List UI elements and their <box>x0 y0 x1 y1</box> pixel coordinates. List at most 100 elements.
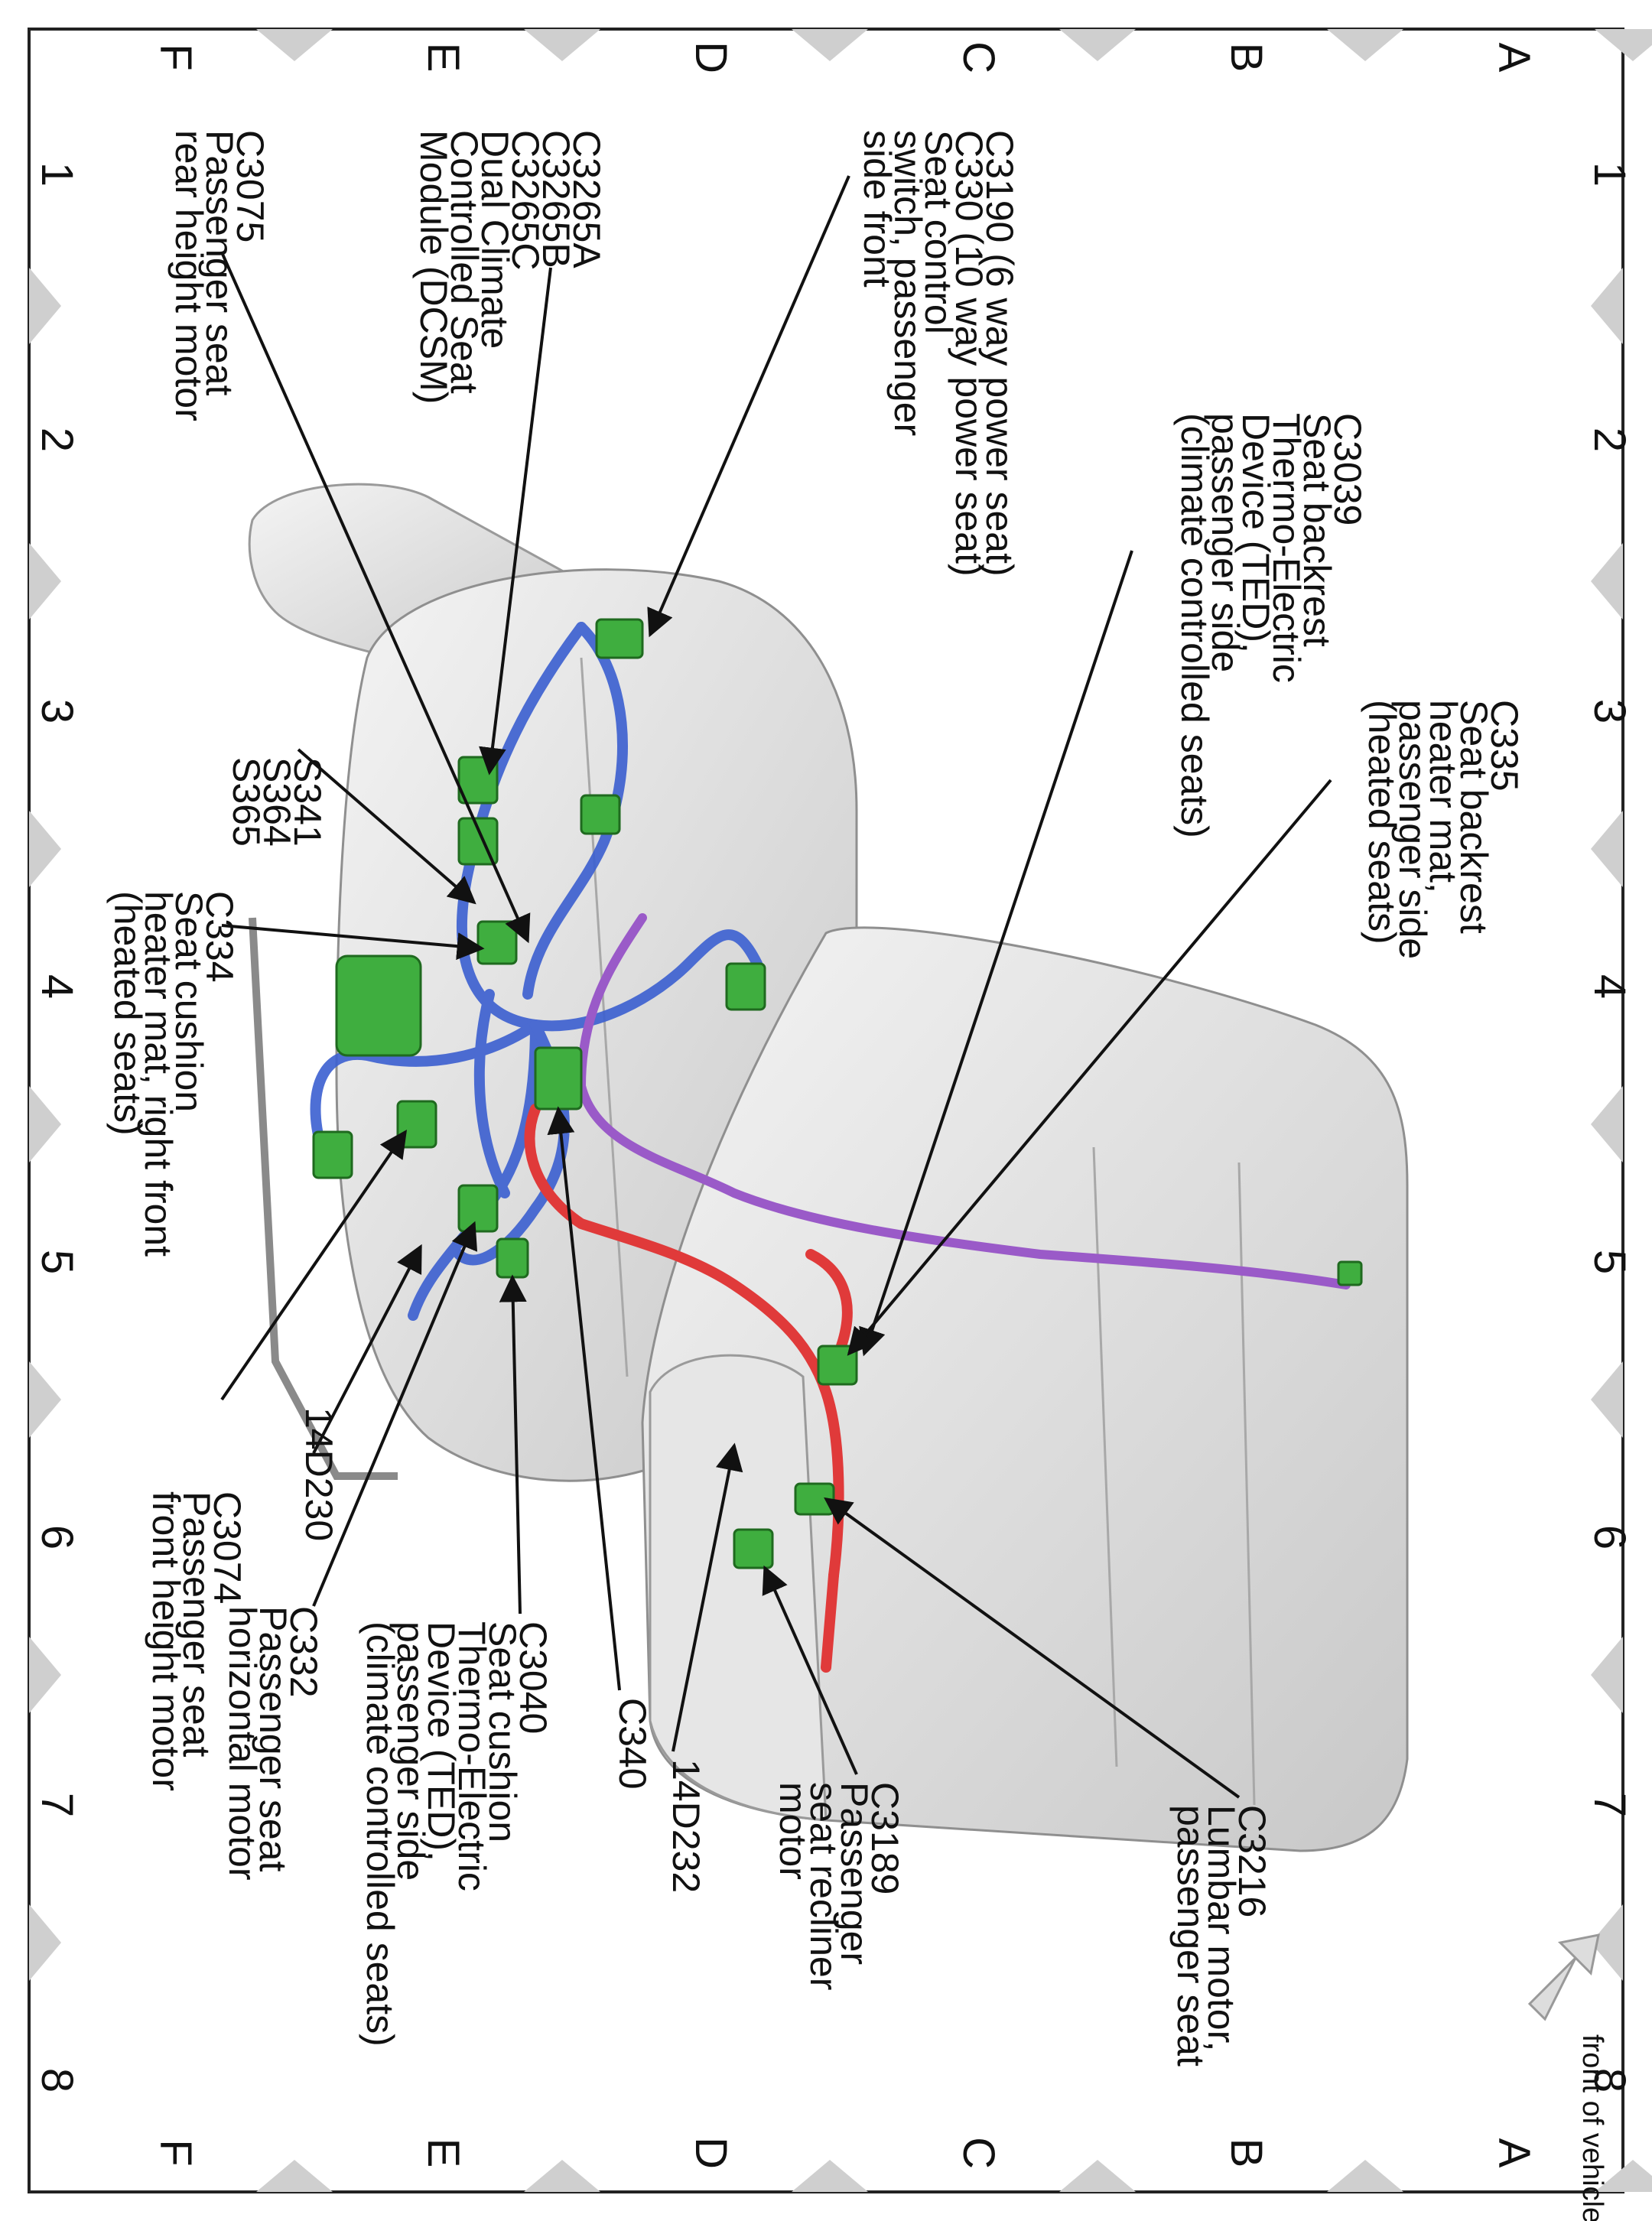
callout-c3189-line-3: motor <box>772 1782 815 1880</box>
border-marker-top-3 <box>792 29 868 61</box>
leader-lines <box>220 175 1332 1799</box>
callout-c332-line-2: horizontal motor <box>221 1606 264 1881</box>
grid-col-label-6-L: 6 <box>32 1525 82 1549</box>
border-marker-bottom-3 <box>792 2160 868 2192</box>
callout-c3040-line-5: (climate controlled seats) <box>359 1621 402 2047</box>
grid-col-label-4-L: 4 <box>32 974 82 999</box>
callout-c3190-line-3: switch, passenger <box>886 130 929 436</box>
connector-c332 <box>457 1184 499 1233</box>
leader-c3265 <box>479 267 552 776</box>
callout-c332-line-0: C332 <box>282 1606 325 1698</box>
grid-col-label-8-L: 8 <box>32 2068 82 2093</box>
leader-c3189 <box>762 1565 858 1775</box>
callout-c3190-line-1: C330 (10 way power seat) <box>948 130 990 577</box>
callout-14d232-line-0: 14D232 <box>665 1759 707 1893</box>
border-marker-top-2 <box>1059 29 1136 61</box>
border-marker-right-5 <box>1591 1637 1623 1713</box>
callout-c334-line-0: C334 <box>198 891 241 983</box>
connector-upper-right <box>580 794 621 835</box>
grid-col-label-3-L: 3 <box>32 699 82 724</box>
callout-c3040-line-0: C3040 <box>512 1621 554 1734</box>
callout-c3216-line-2: passenger seat <box>1169 1805 1212 2067</box>
callout-c3216-line-0: C3216 <box>1231 1805 1273 1917</box>
callout-c3040-line-2: Thermo-Electric <box>450 1621 493 1891</box>
callout-s341-line-1: S364 <box>255 757 298 847</box>
grid-col-label-5-R: 5 <box>1585 1250 1634 1274</box>
border-marker-right-3 <box>1591 1086 1623 1163</box>
leader-c332 <box>312 1221 478 1607</box>
grid-row-label-B-T: B <box>1221 43 1271 73</box>
border-marker-left-3 <box>29 1086 61 1163</box>
arrow-up-left-icon <box>1637 1904 1652 1910</box>
callout-c3190-line-4: side front <box>856 130 899 288</box>
callout-c335-line-4: (heated seats) <box>1361 700 1403 945</box>
connector-c3074 <box>396 1100 437 1149</box>
border-marker-right-1 <box>1591 543 1623 619</box>
grid-row-label-B-B: B <box>1221 2138 1271 2168</box>
grid-row-label-F-T: F <box>151 44 200 70</box>
border-marker-bottom-5 <box>256 2160 333 2192</box>
callout-14d230-line-0: 14D230 <box>298 1407 340 1541</box>
border-marker-right-4 <box>1591 1361 1623 1438</box>
border-marker-top-1 <box>1327 29 1403 61</box>
callout-c3039-line-3: Device (TED), <box>1234 413 1277 653</box>
grid-col-label-1-L: 1 <box>32 162 82 187</box>
callout-c335-line-3: passenger side <box>1391 700 1434 959</box>
grid-col-label-4-R: 4 <box>1585 974 1634 999</box>
border-marker-left-4 <box>29 1361 61 1438</box>
callout-c3265-line-5: Module (DCSM) <box>412 130 455 404</box>
callout-c335-line-0: C335 <box>1483 700 1526 792</box>
border-marker-top-0 <box>1595 29 1652 61</box>
border-marker-left-5 <box>29 1637 61 1713</box>
callout-c332-line-1: Passenger seat <box>252 1606 294 1872</box>
grid-row-label-E-T: E <box>418 43 468 73</box>
leader-c3190 <box>647 175 850 638</box>
callout-c3216-line-1: Lumbar motor, <box>1200 1805 1243 2051</box>
connector-c3189 <box>733 1528 774 1569</box>
leader-14d232 <box>672 1442 743 1752</box>
cushion-seam-1 <box>1092 1146 1118 1767</box>
callout-c3190-line-2: Seat control <box>917 130 960 334</box>
callout-c3075-line-2: rear height motor <box>167 130 210 421</box>
callout-s341-line-0: S341 <box>286 757 329 847</box>
callout-c3189-line-1: Passenger <box>833 1782 876 1965</box>
border-marker-bottom-1 <box>1327 2160 1403 2192</box>
callout-c335-line-2: heater mat, <box>1422 700 1465 893</box>
grid-col-label-5-L: 5 <box>32 1250 82 1274</box>
grid-row-label-C-B: C <box>954 2137 1003 2169</box>
callout-c3075-line-0: C3075 <box>229 130 272 242</box>
callout-c334-line-1: Seat cushion <box>167 891 210 1112</box>
callout-c3040-line-3: Device (TED), <box>420 1621 463 1862</box>
leader-c340 <box>547 1106 621 1691</box>
border-marker-bottom-2 <box>1059 2160 1136 2192</box>
callout-c3190-line-0: C3190 (6 way power seat) <box>978 130 1021 577</box>
callout-c3074-line-1: Passenger seat <box>175 1491 218 1758</box>
connector-c3190 <box>595 618 644 659</box>
grid-border-markers <box>29 29 1652 2192</box>
callout-c334-line-2: heater mat, right front <box>137 891 180 1257</box>
connector-c340 <box>534 1046 583 1110</box>
connectors <box>312 618 1363 1569</box>
grid-col-label-7-R: 7 <box>1585 1793 1634 1817</box>
callout-c3075-line-1: Passenger seat <box>198 130 241 396</box>
leader-c3074 <box>220 1130 408 1401</box>
border-marker-bottom-0 <box>1595 2160 1652 2192</box>
grid-col-label-6-R: 6 <box>1585 1525 1634 1549</box>
callout-s341-line-2: S365 <box>225 757 268 847</box>
callout-c3265-line-2: C3265C <box>504 130 547 270</box>
grid-col-label-2-L: 2 <box>32 428 82 452</box>
leader-c3039 <box>859 550 1133 1357</box>
leader-c335 <box>847 779 1332 1356</box>
callout-c3074-line-2: front height motor <box>145 1491 187 1791</box>
border-marker-right-0 <box>1591 268 1623 344</box>
connector-lumbar-end <box>1337 1260 1363 1286</box>
